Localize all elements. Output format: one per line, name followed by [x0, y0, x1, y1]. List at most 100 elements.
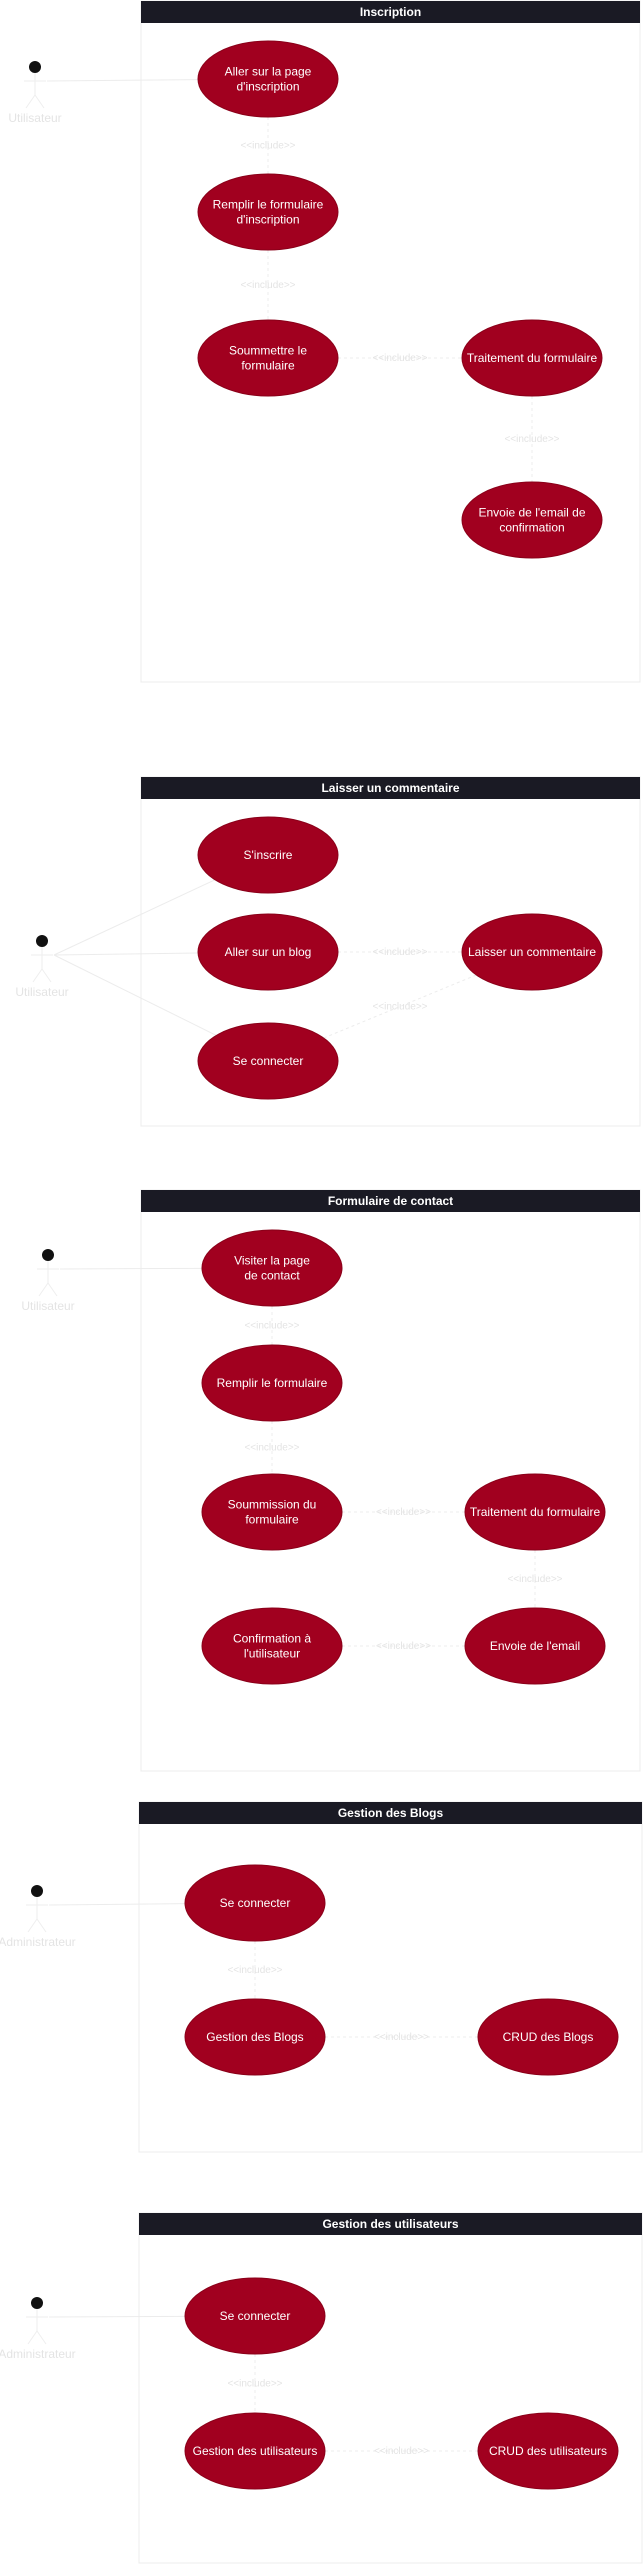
actor-left-leg [27, 1918, 38, 1933]
use-case: CRUD des Blogs [477, 1998, 619, 2076]
include-label: <<include>> [227, 2379, 282, 2390]
use-case-ellipse [197, 173, 339, 251]
use-case-label: l'utilisateur [244, 1647, 300, 1661]
title-bar [141, 777, 640, 799]
use-case-label: de contact [244, 1269, 300, 1283]
actor-figure: Administrateur [0, 1885, 76, 1949]
include-label: <<include>> [244, 1443, 299, 1454]
use-case-label: Aller sur la page [225, 65, 312, 79]
association-line [46, 79, 199, 82]
include-label: <<include>> [372, 353, 427, 364]
association-line [53, 879, 216, 956]
association-line [53, 952, 199, 956]
use-case-ellipse [197, 816, 339, 894]
actor-head [36, 935, 48, 947]
use-case-label: Se connecter [220, 2309, 291, 2323]
use-case: Laisser un commentaire [461, 913, 603, 991]
use-case-label: Laisser un commentaire [468, 945, 596, 959]
use-case: Confirmation àl'utilisateur [201, 1607, 343, 1685]
system-boundary [138, 1801, 643, 2153]
use-case-label: Gestion des Blogs [206, 2030, 303, 2044]
use-case-ellipse [184, 1998, 326, 2076]
use-case-label: CRUD des Blogs [503, 2030, 594, 2044]
use-case-ellipse [201, 1473, 343, 1551]
use-case-ellipse [464, 1607, 606, 1685]
diagram-title: Inscription [360, 5, 421, 19]
use-case-ellipse [461, 913, 603, 991]
use-case-ellipse [461, 319, 603, 397]
include-label: <<include>> [372, 1002, 427, 1013]
use-case: Traitement du formulaire [461, 319, 603, 397]
include-label: <<include>> [227, 1965, 282, 1976]
actor-left-leg [27, 2330, 38, 2345]
actor-right-leg [47, 1282, 58, 1297]
use-case: Remplir le formulaire [201, 1344, 343, 1422]
actor-label: Utilisateur [8, 111, 61, 125]
actor-label: Utilisateur [15, 985, 68, 999]
use-case: S'inscrire [197, 816, 339, 894]
include-label: <<include>> [374, 2032, 429, 2043]
use-case-ellipse [461, 481, 603, 559]
actor-label: Utilisateur [21, 1299, 74, 1313]
association-line [59, 1267, 203, 1270]
use-case-label: Envoie de l'email de [478, 506, 585, 520]
actor-figure: Utilisateur [8, 61, 62, 125]
use-case-label: formulaire [241, 359, 295, 373]
use-case-label: Traitement du formulaire [467, 351, 598, 365]
use-case-label: Traitement du formulaire [470, 1505, 601, 1519]
use-case-ellipse [197, 913, 339, 991]
use-case-label: Remplir le formulaire [217, 1376, 328, 1390]
diagram-title: Gestion des utilisateurs [322, 2217, 458, 2231]
include-label: <<include>> [372, 947, 427, 958]
use-case-label: Soummettre le [229, 344, 307, 358]
use-case: Gestion des Blogs [184, 1998, 326, 2076]
diagram-4: Gestion des BlogsAdministrateur<<include… [0, 1801, 643, 2153]
use-case-label: d'inscription [237, 80, 300, 94]
use-case-ellipse [201, 1607, 343, 1685]
title-bar [141, 1190, 640, 1212]
actor-left-leg [25, 94, 36, 109]
diagram-title: Gestion des Blogs [338, 1806, 444, 1820]
actor-head [42, 1249, 54, 1261]
actor-figure: Utilisateur [21, 1249, 75, 1313]
actor-right-leg [34, 94, 45, 109]
include-label: <<include>> [376, 1641, 431, 1652]
use-case-label: Aller sur un blog [225, 945, 312, 959]
diagram-title: Formulaire de contact [328, 1194, 453, 1208]
use-case-ellipse [477, 1998, 619, 2076]
use-case-ellipse [184, 2277, 326, 2355]
include-label: <<include>> [240, 141, 295, 152]
actor-figure: Administrateur [0, 2297, 76, 2361]
system-boundary [138, 2212, 643, 2564]
actor-head [29, 61, 41, 73]
use-case-label: d'inscription [237, 213, 300, 227]
use-case: Se connecter [184, 2277, 326, 2355]
actor-right-leg [36, 2330, 47, 2345]
association-line [53, 954, 217, 1036]
actor-left-leg [38, 1282, 49, 1297]
include-label: <<include>> [507, 1574, 562, 1585]
use-case-label: CRUD des utilisateurs [489, 2444, 607, 2458]
actor-right-leg [36, 1918, 47, 1933]
use-case-label: Remplir le formulaire [213, 198, 324, 212]
use-case-label: confirmation [499, 521, 564, 535]
diagram-title: Laisser un commentaire [321, 781, 459, 795]
use-case: Traitement du formulaire [464, 1473, 606, 1551]
use-case: Aller sur un blog [197, 913, 339, 991]
use-case-ellipse [184, 2412, 326, 2490]
use-case: Envoie de l'email [464, 1607, 606, 1685]
use-case-label: Gestion des utilisateurs [193, 2444, 318, 2458]
actor-left-leg [32, 968, 43, 983]
actor-right-leg [41, 968, 52, 983]
use-case-label: Envoie de l'email [490, 1639, 580, 1653]
actor-head [31, 1885, 43, 1897]
include-label: <<include>> [244, 1321, 299, 1332]
use-case-ellipse [464, 1473, 606, 1551]
